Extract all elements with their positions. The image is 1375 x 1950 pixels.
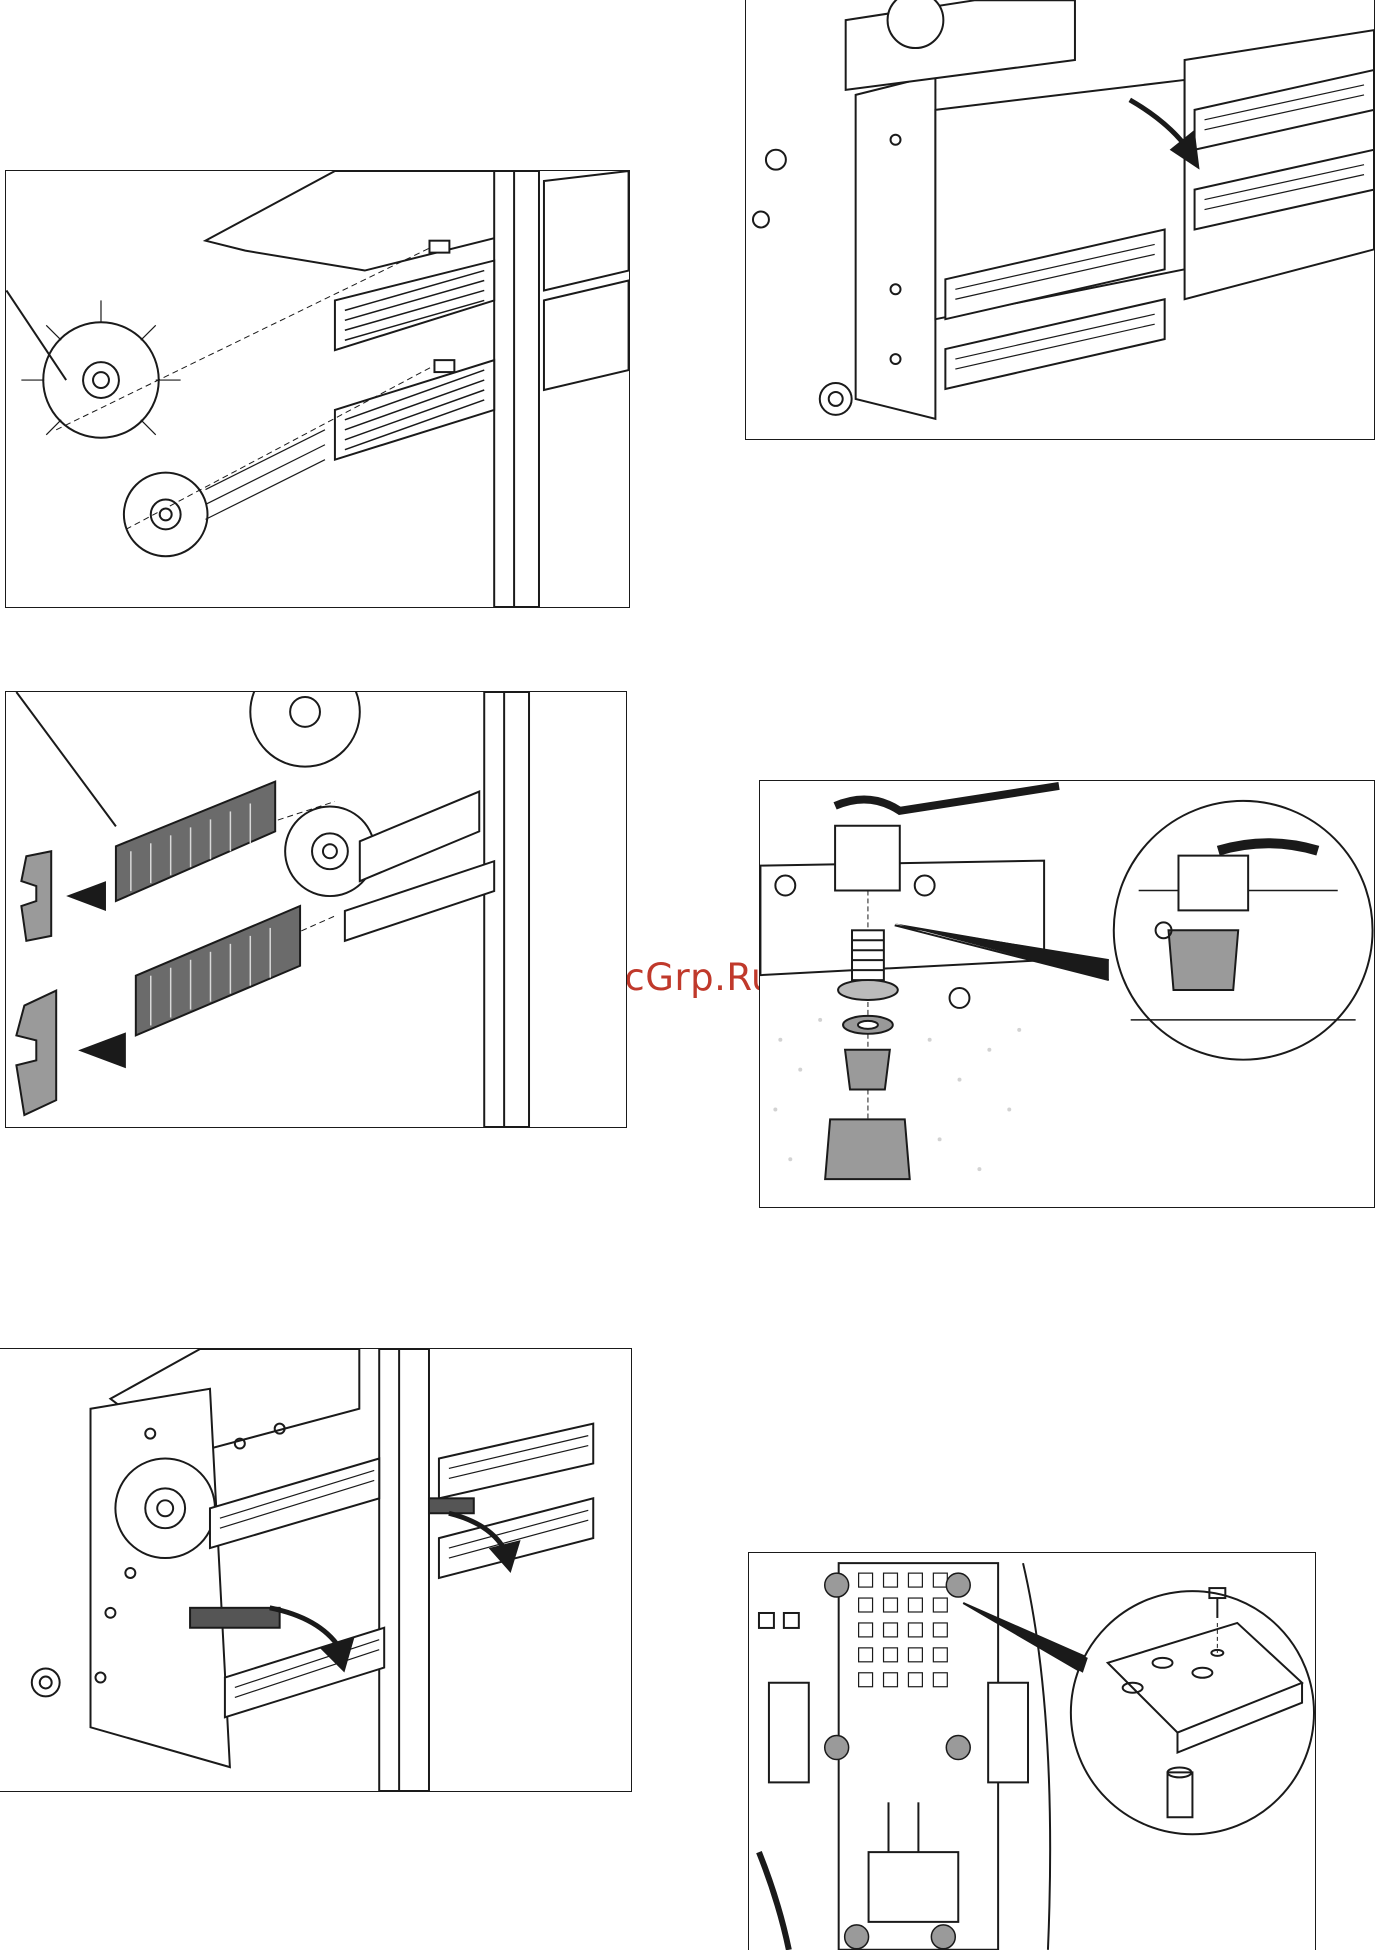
- figure-brush-strip-profile-types: [5, 691, 627, 1128]
- figure-brush-strip-removal-arrows: [0, 1348, 632, 1792]
- figure-brush-roller-installation: [5, 170, 630, 608]
- figure-chassis-bumper-mounting: [748, 1552, 1316, 1950]
- figure-nozzle-assembly-exploded: [759, 780, 1375, 1208]
- figure-brush-roller-removal: [745, 0, 1375, 440]
